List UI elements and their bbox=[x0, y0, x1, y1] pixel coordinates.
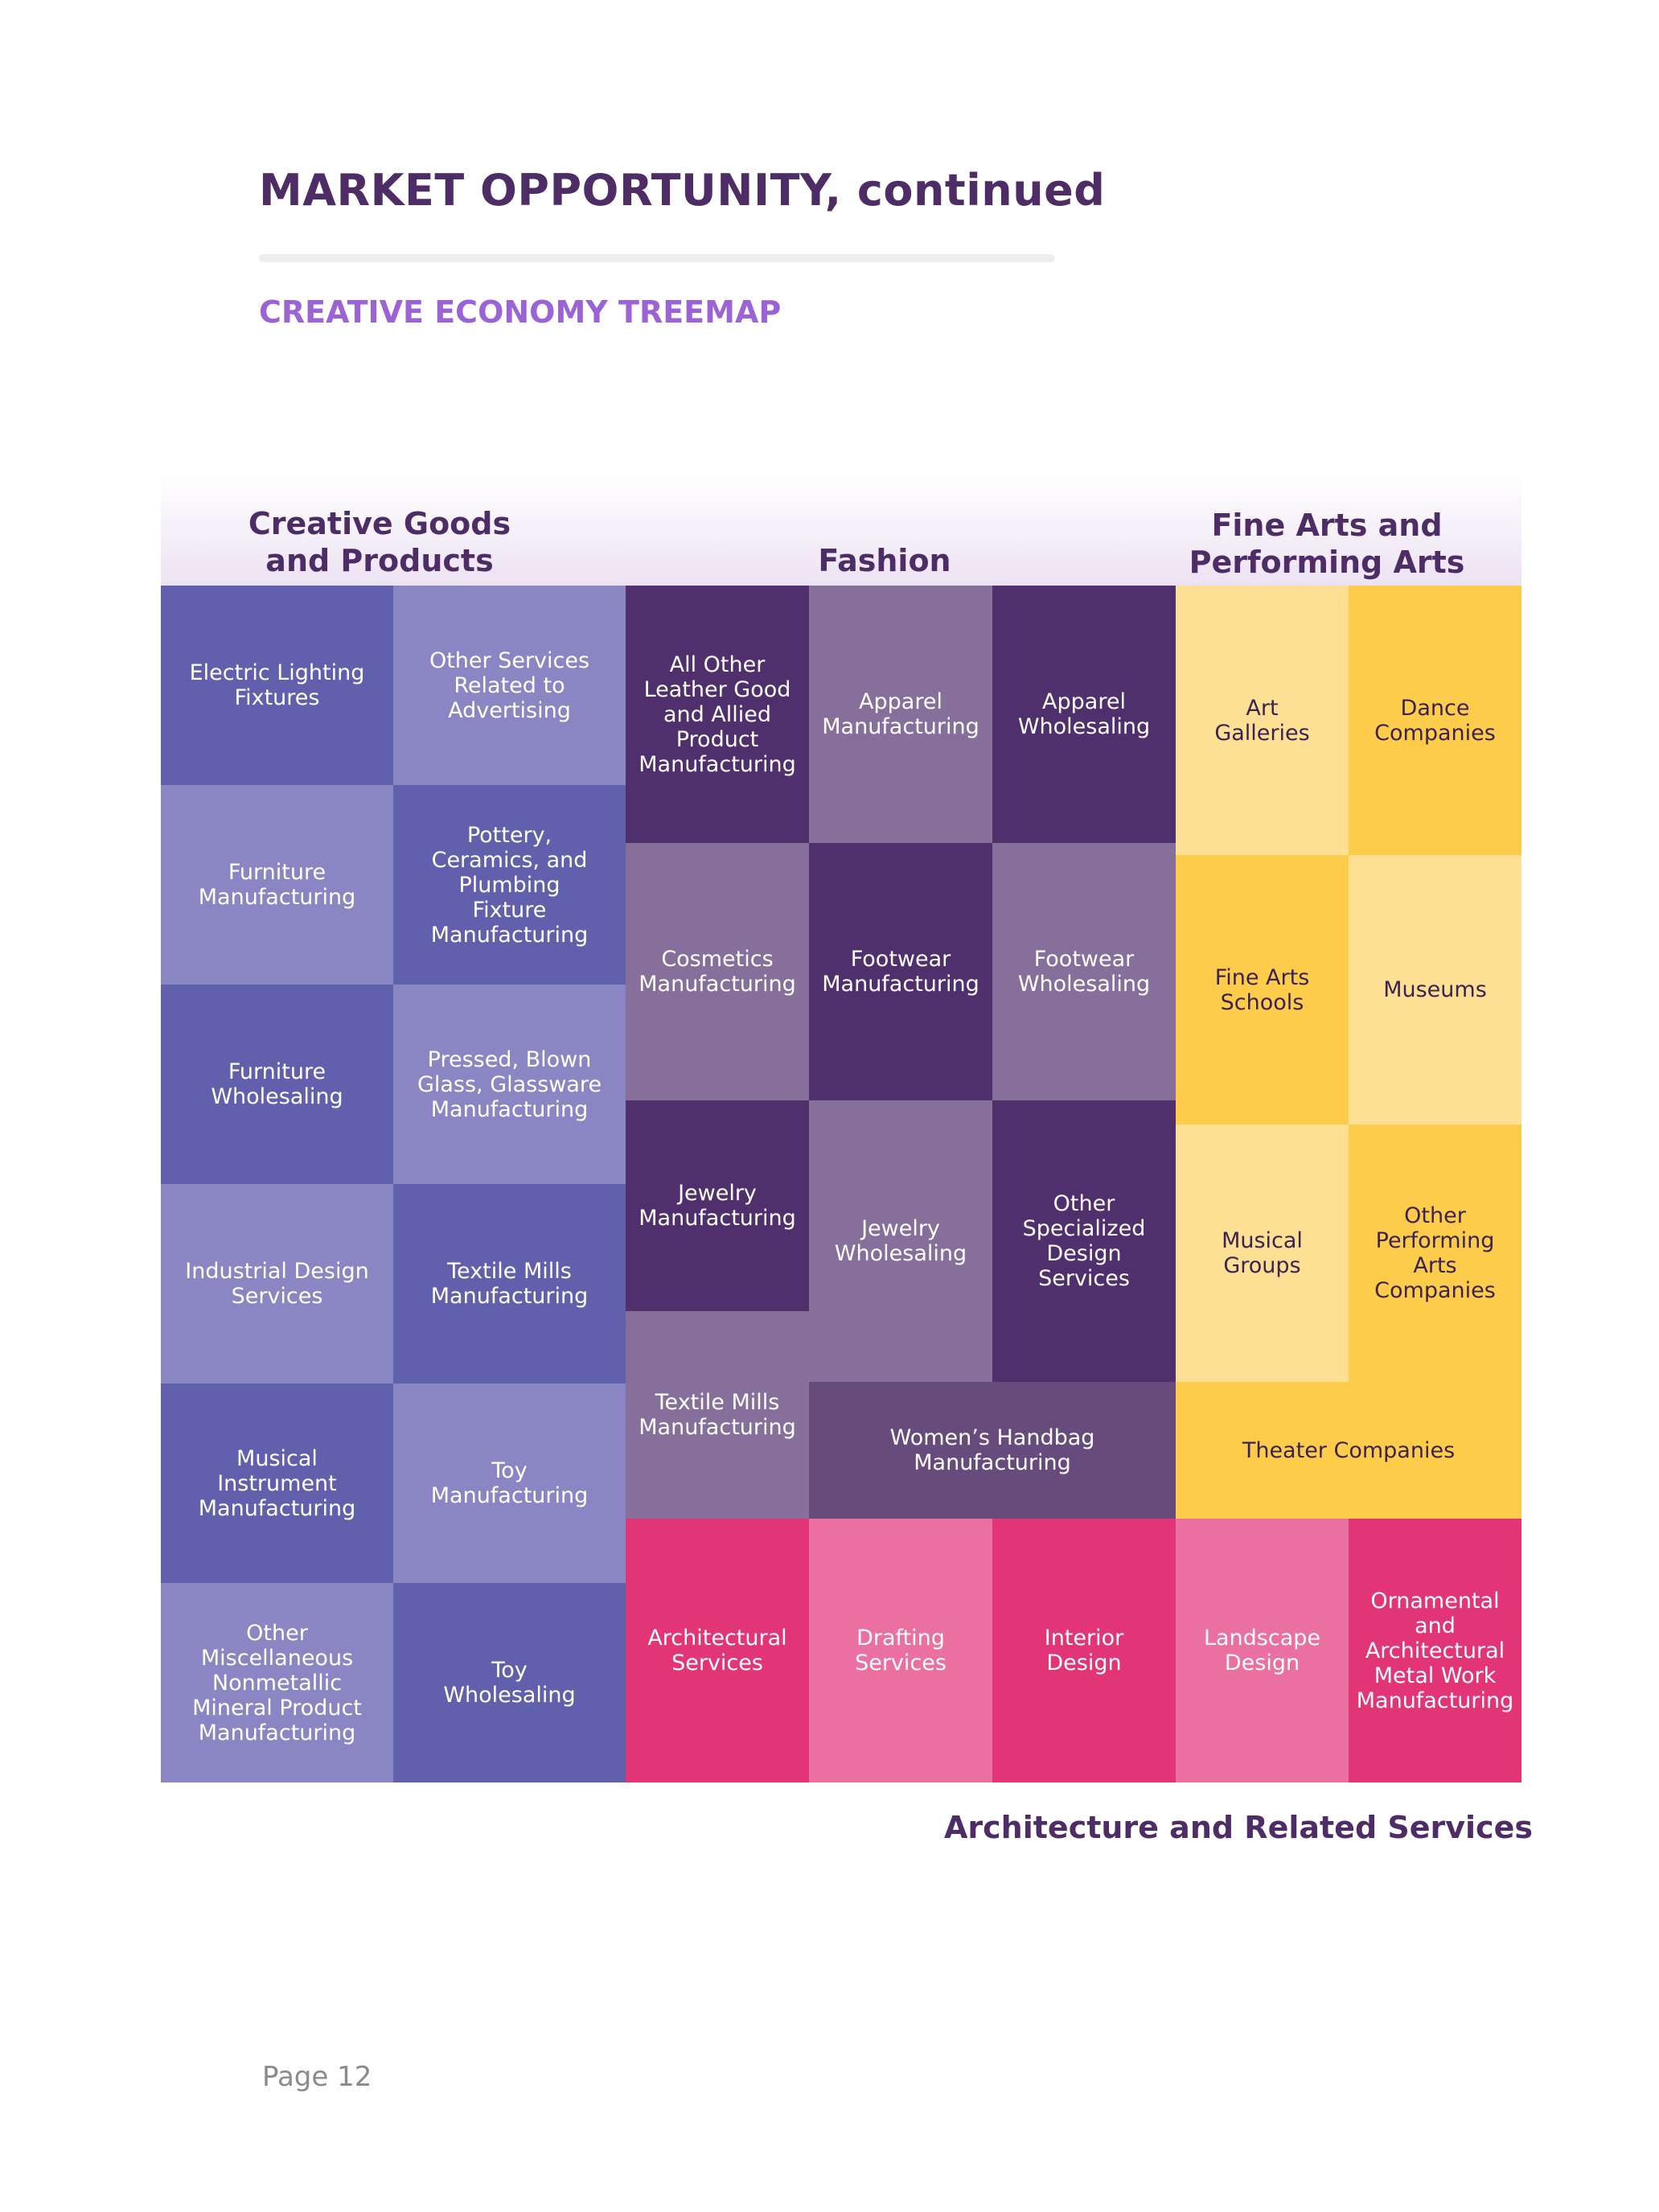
treemap-cell-label: Jewelry Wholesaling bbox=[834, 1216, 967, 1266]
treemap-cell-label: Women’s Handbag Manufacturing bbox=[889, 1425, 1095, 1475]
treemap-cell-musical-groups: Musical Groups bbox=[1176, 1125, 1349, 1382]
treemap-cell-label: Textile Mills Manufacturing bbox=[430, 1259, 589, 1309]
treemap-cell-label: Museums bbox=[1383, 977, 1487, 1002]
treemap-cell-museums: Museums bbox=[1349, 855, 1521, 1125]
section-heading: CREATIVE ECONOMY TREEMAP bbox=[259, 294, 782, 330]
treemap-cell-label: Other Services Related to Advertising bbox=[429, 648, 590, 723]
treemap-cell-drafting-services: Drafting Services bbox=[809, 1519, 992, 1782]
group-label-creative-goods: Creative Goods and Products bbox=[248, 506, 511, 578]
treemap-cell-label: Cosmetics Manufacturing bbox=[639, 947, 796, 997]
treemap-cell-industrial-design-services: Industrial Design Services bbox=[161, 1184, 393, 1384]
treemap-cell-label: Theater Companies bbox=[1242, 1437, 1456, 1463]
treemap-cell-womens-handbag-manufacturing: Women’s Handbag Manufacturing bbox=[809, 1382, 1176, 1519]
treemap-cell-other-performing-arts-companies: Other Performing Arts Companies bbox=[1349, 1125, 1521, 1382]
treemap-cell-other-miscellaneous-nonmetallic-mineral-product-manufacturing: Other Miscellaneous Nonmetallic Mineral … bbox=[161, 1583, 393, 1782]
treemap-cell-label: Architectural Services bbox=[647, 1626, 787, 1675]
treemap-cell-label: Landscape Design bbox=[1203, 1626, 1321, 1675]
treemap-cell-label: Industrial Design Services bbox=[185, 1259, 369, 1309]
treemap-cell-toy-wholesaling: Toy Wholesaling bbox=[393, 1583, 626, 1782]
treemap-cell-theater-companies: Theater Companies bbox=[1176, 1382, 1521, 1519]
treemap-cell-label: Electric Lighting Fixtures bbox=[189, 660, 365, 710]
treemap-cell-ornamental-and-architectural-metal-work-manufacturing: Ornamental and Architectural Metal Work … bbox=[1349, 1519, 1521, 1782]
treemap-cell-landscape-design: Landscape Design bbox=[1176, 1519, 1349, 1782]
treemap-cell-label: Art Galleries bbox=[1214, 695, 1310, 746]
treemap-cell-label: Furniture Wholesaling bbox=[211, 1059, 343, 1109]
page-title: MARKET OPPORTUNITY, continued bbox=[259, 165, 1106, 216]
treemap-cell-apparel-wholesaling: Apparel Wholesaling bbox=[992, 586, 1176, 843]
treemap-cell-furniture-manufacturing: Furniture Manufacturing bbox=[161, 785, 393, 985]
treemap-cell-label: Musical Instrument Manufacturing bbox=[198, 1445, 356, 1521]
group-label-fine-arts: Fine Arts and Performing Arts bbox=[1189, 508, 1465, 580]
treemap-cell-label: Toy Wholesaling bbox=[443, 1658, 576, 1708]
page-number: Page 12 bbox=[262, 2061, 372, 2093]
treemap-cell-label: Other Performing Arts Companies bbox=[1374, 1203, 1496, 1303]
treemap-cell-label: Dance Companies bbox=[1374, 695, 1496, 746]
treemap-cell-dance-companies: Dance Companies bbox=[1349, 586, 1521, 855]
treemap-cell-musical-instrument-manufacturing: Musical Instrument Manufacturing bbox=[161, 1384, 393, 1583]
treemap-cell-cosmetics-manufacturing: Cosmetics Manufacturing bbox=[626, 843, 809, 1100]
group-header-band bbox=[161, 475, 1521, 586]
treemap-cell-furniture-wholesaling: Furniture Wholesaling bbox=[161, 985, 393, 1184]
treemap-cell-label: Pottery, Ceramics, and Plumbing Fixture … bbox=[430, 822, 589, 948]
treemap-cell-pottery-ceramics-and-plumbing-fixture-manufacturing: Pottery, Ceramics, and Plumbing Fixture … bbox=[393, 785, 626, 985]
treemap-cell-label: Musical Groups bbox=[1222, 1228, 1303, 1278]
treemap-cell-apparel-manufacturing: Apparel Manufacturing bbox=[809, 586, 992, 843]
treemap-cell-art-galleries: Art Galleries bbox=[1176, 586, 1349, 855]
treemap-cell-label: Jewelry Manufacturing bbox=[639, 1181, 796, 1231]
treemap-cell-interior-design: Interior Design bbox=[992, 1519, 1176, 1782]
treemap-cell-label: Ornamental and Architectural Metal Work … bbox=[1356, 1588, 1514, 1713]
title-divider bbox=[259, 254, 1055, 262]
treemap-cell-label: Apparel Manufacturing bbox=[822, 689, 979, 739]
treemap-cell-textile-mills-manufacturing: Textile Mills Manufacturing bbox=[626, 1311, 809, 1519]
treemap-cell-label: Other Specialized Design Services bbox=[1022, 1191, 1146, 1291]
treemap-cell-jewelry-manufacturing: Jewelry Manufacturing bbox=[626, 1100, 809, 1311]
treemap-cell-label: All Other Leather Good and Allied Produc… bbox=[639, 652, 796, 777]
treemap-cell-electric-lighting-fixtures: Electric Lighting Fixtures bbox=[161, 586, 393, 785]
treemap-cell-label: Footwear Manufacturing bbox=[822, 947, 979, 997]
group-label-fashion: Fashion bbox=[818, 543, 951, 578]
treemap-cell-footwear-wholesaling: Footwear Wholesaling bbox=[992, 843, 1176, 1100]
treemap-cell-toy-manufacturing: Toy Manufacturing bbox=[393, 1384, 626, 1583]
treemap-cell-label: Interior Design bbox=[1044, 1626, 1124, 1675]
treemap-cell-label: Apparel Wholesaling bbox=[1017, 689, 1151, 739]
treemap-cell-label: Toy Manufacturing bbox=[430, 1458, 589, 1508]
treemap-cell-label: Other Miscellaneous Nonmetallic Mineral … bbox=[192, 1620, 362, 1745]
treemap-cell-pressed-blown-glass-glassware-manufacturing: Pressed, Blown Glass, Glassware Manufact… bbox=[393, 985, 626, 1184]
treemap-cell-label: Footwear Wholesaling bbox=[1017, 947, 1151, 997]
treemap-cell-label: Fine Arts Schools bbox=[1214, 964, 1310, 1015]
treemap-cell-label: Pressed, Blown Glass, Glassware Manufact… bbox=[417, 1046, 602, 1122]
treemap-cell-footwear-manufacturing: Footwear Manufacturing bbox=[809, 843, 992, 1100]
treemap-cell-architectural-services: Architectural Services bbox=[626, 1519, 809, 1782]
treemap-cell-fine-arts-schools: Fine Arts Schools bbox=[1176, 855, 1349, 1125]
treemap-cell-other-services-related-to-advertising: Other Services Related to Advertising bbox=[393, 586, 626, 785]
treemap-cell-jewelry-wholesaling: Jewelry Wholesaling bbox=[809, 1100, 992, 1382]
treemap-cell-label: Furniture Manufacturing bbox=[198, 860, 356, 910]
treemap-cell-textile-mills-manufacturing: Textile Mills Manufacturing bbox=[393, 1184, 626, 1384]
treemap-cell-label: Textile Mills Manufacturing bbox=[639, 1390, 796, 1440]
treemap-cell-label: Drafting Services bbox=[855, 1626, 947, 1675]
treemap-cell-other-specialized-design-services: Other Specialized Design Services bbox=[992, 1100, 1176, 1382]
treemap-cell-all-other-leather-good-and-allied-product-manufacturing: All Other Leather Good and Allied Produc… bbox=[626, 586, 809, 843]
group-label-architecture: Architecture and Related Services bbox=[944, 1810, 1533, 1845]
